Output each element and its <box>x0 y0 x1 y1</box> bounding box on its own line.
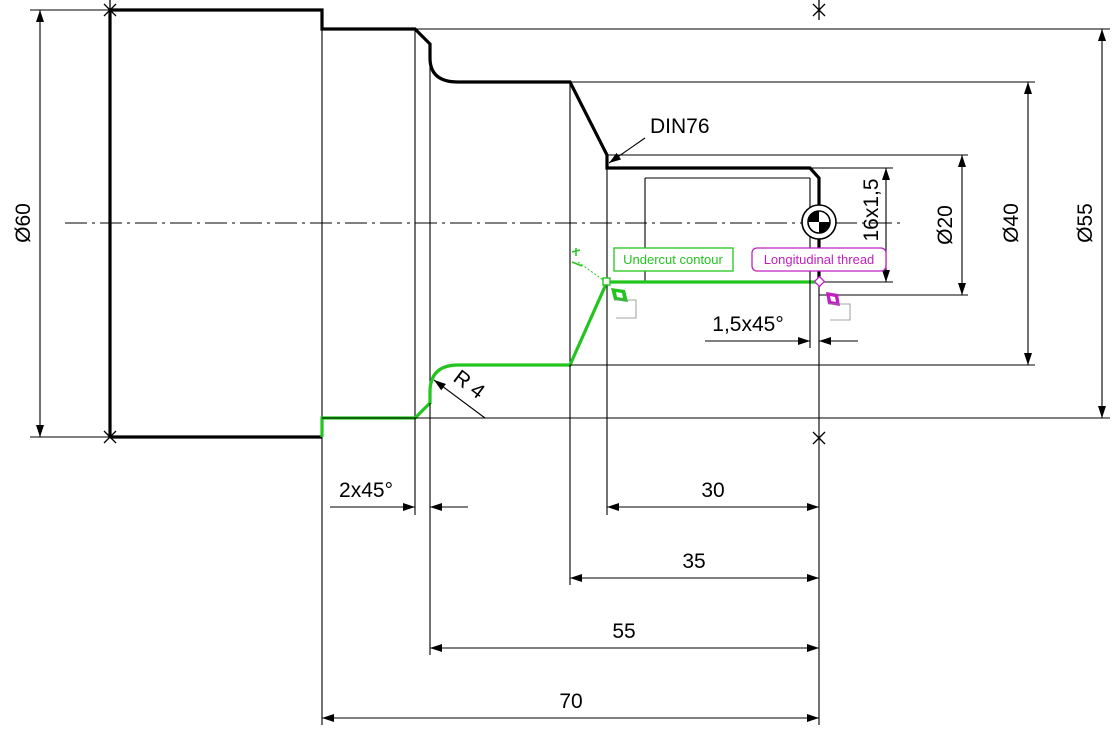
svg-text:Undercut contour: Undercut contour <box>623 252 723 267</box>
dim-chamfer-right-label: 1,5x45° <box>712 313 783 336</box>
dim-radius-label: R 4 <box>449 366 489 404</box>
cross-marks <box>103 0 826 445</box>
dim-dia60-label: Ø60 <box>12 203 35 243</box>
dim-len35: 35 <box>570 550 819 582</box>
dim-dia55: Ø55 <box>1074 29 1106 418</box>
dim-dia40-label: Ø40 <box>1000 203 1023 243</box>
din76-label: DIN76 <box>650 115 710 138</box>
longitudinal-thread-label: Longitudinal thread <box>751 247 887 272</box>
dim-chamfer-right: 1,5x45° <box>705 313 858 345</box>
dim-len35-label: 35 <box>682 550 705 573</box>
dim-len70-label: 70 <box>559 690 582 713</box>
origin-symbol-icon <box>801 204 837 240</box>
extension-lines <box>30 9 1110 725</box>
dim-len30: 30 <box>607 479 819 511</box>
dim-chamfer-left: 2x45° <box>330 479 468 511</box>
dim-len55-label: 55 <box>612 620 635 643</box>
dim-dia20: Ø20 <box>934 155 966 295</box>
dim-dia20-label: Ø20 <box>934 205 957 245</box>
undercut-contour-path <box>320 280 819 437</box>
thread-tool-icon <box>813 275 851 321</box>
dim-len70: 70 <box>322 690 819 722</box>
dim-dia55-label: Ø55 <box>1074 203 1097 243</box>
dim-thread-label: 16x1,5 <box>860 178 883 241</box>
dim-chamfer-left-label: 2x45° <box>339 479 393 502</box>
dim-radius: R 4 <box>433 366 489 419</box>
undercut-tool-icon <box>571 248 637 319</box>
dim-dia40: Ø40 <box>1000 82 1032 365</box>
dim-len55: 55 <box>430 620 819 652</box>
dim-dia60: Ø60 <box>12 10 44 437</box>
svg-text:Longitudinal thread: Longitudinal thread <box>764 252 875 267</box>
dim-len30-label: 30 <box>701 479 724 502</box>
undercut-contour-label: Undercut contour <box>613 247 734 272</box>
din76-callout: DIN76 <box>608 115 710 164</box>
